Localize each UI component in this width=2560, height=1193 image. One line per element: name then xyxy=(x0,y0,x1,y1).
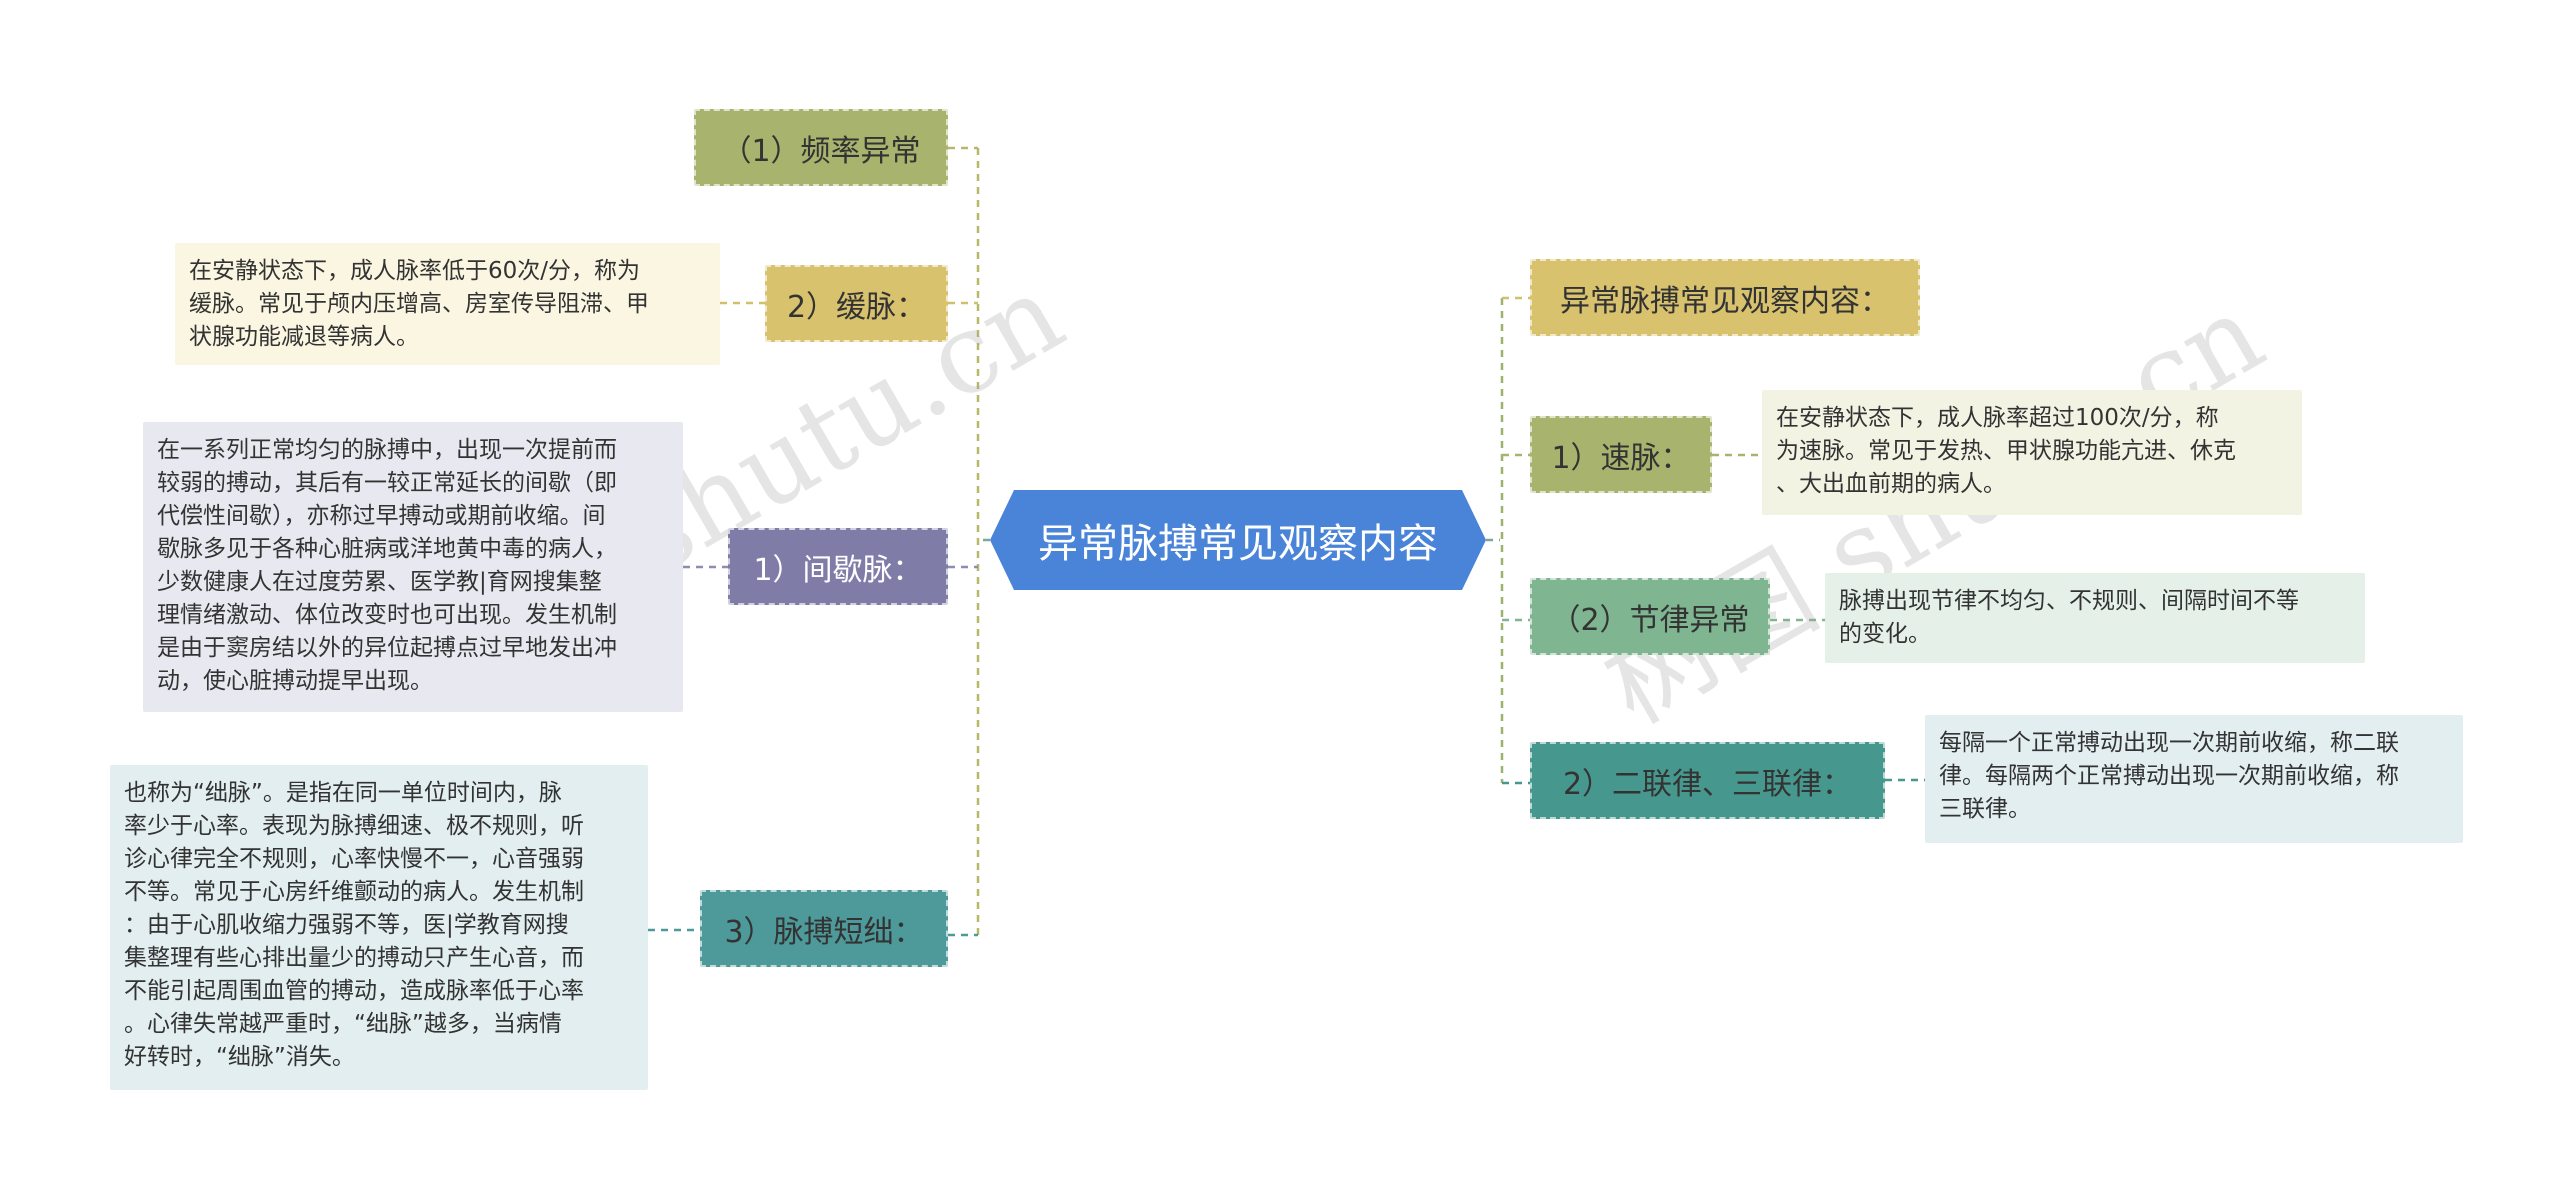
root-topic-label: 异常脉搏常见观察内容 xyxy=(1038,521,1438,567)
node-rapid-pulse[interactable]: 1）速脉： xyxy=(1530,416,1712,493)
note-pulse-deficit: 也称为“绌脉”。是指在同一单位时间内，脉 率少于心率。表现为脉搏细速、极不规则，… xyxy=(110,765,648,1090)
note-intermittent-pulse: 在一系列正常均匀的脉搏中，出现一次提前而 较弱的搏动，其后有一较正常延长的间歇（… xyxy=(143,422,683,712)
node-frequency-abnormal[interactable]: （1）频率异常 xyxy=(694,109,948,186)
node-label: 2）缓脉： xyxy=(786,289,927,325)
node-bigeminy-trigeminy[interactable]: 2）二联律、三联律： xyxy=(1530,742,1885,819)
node-label: （2）节律异常 xyxy=(1550,602,1750,638)
node-slow-pulse[interactable]: 2）缓脉： xyxy=(765,265,948,342)
note-rapid-pulse: 在安静状态下，成人脉率超过100次/分，称 为速脉。常见于发热、甲状腺功能亢进、… xyxy=(1762,390,2302,515)
note-rhythm-abnormal: 脉搏出现节律不均匀、不规则、间隔时间不等 的变化。 xyxy=(1825,573,2365,663)
node-intermittent-pulse[interactable]: 1）间歇脉： xyxy=(728,528,948,605)
node-rhythm-abnormal[interactable]: （2）节律异常 xyxy=(1530,578,1770,655)
node-label: 2）二联律、三联律： xyxy=(1562,766,1853,802)
node-right-heading[interactable]: 异常脉搏常见观察内容： xyxy=(1530,259,1920,336)
node-label: 异常脉搏常见观察内容： xyxy=(1560,283,1890,319)
node-pulse-deficit[interactable]: 3）脉搏短绌： xyxy=(700,890,948,967)
node-label: 1）速脉： xyxy=(1551,440,1691,476)
note-slow-pulse: 在安静状态下，成人脉率低于60次/分，称为 缓脉。常见于颅内压增高、房室传导阻滞… xyxy=(175,243,720,365)
node-label: 1）间歇脉： xyxy=(753,552,923,588)
node-label: 3）脉搏短绌： xyxy=(724,914,924,950)
root-topic[interactable]: 异常脉搏常见观察内容 xyxy=(990,490,1486,590)
node-label: （1）频率异常 xyxy=(721,133,921,169)
note-bigeminy-trigeminy: 每隔一个正常搏动出现一次期前收缩，称二联 律。每隔两个正常搏动出现一次期前收缩，… xyxy=(1925,715,2463,843)
